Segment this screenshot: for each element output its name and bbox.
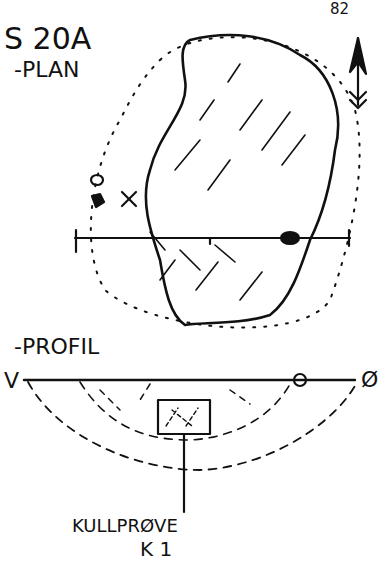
hatching: [150, 64, 305, 300]
sample-box: [158, 400, 210, 434]
north-arrow: [350, 38, 366, 108]
section-line: [75, 237, 350, 239]
stone: [92, 194, 104, 207]
stone: [91, 175, 103, 185]
view-heading: -PLAN: [14, 58, 79, 82]
view-heading: -PROFIL: [14, 335, 99, 359]
leader-line: [183, 434, 185, 512]
direction-letter: Ø: [361, 368, 378, 392]
sample-label: KULLPRØVE: [72, 516, 178, 536]
page-number: 82: [330, 1, 349, 18]
direction-letter: V: [4, 369, 19, 393]
stone: [281, 232, 299, 244]
dotted-zone: [91, 37, 360, 327]
site-code: S 20A: [4, 22, 91, 55]
cross-mark: [122, 192, 136, 206]
stone: [294, 374, 306, 386]
feature-outline: [146, 35, 338, 325]
pit-section: [28, 382, 356, 470]
sample-number: K 1: [140, 538, 172, 560]
